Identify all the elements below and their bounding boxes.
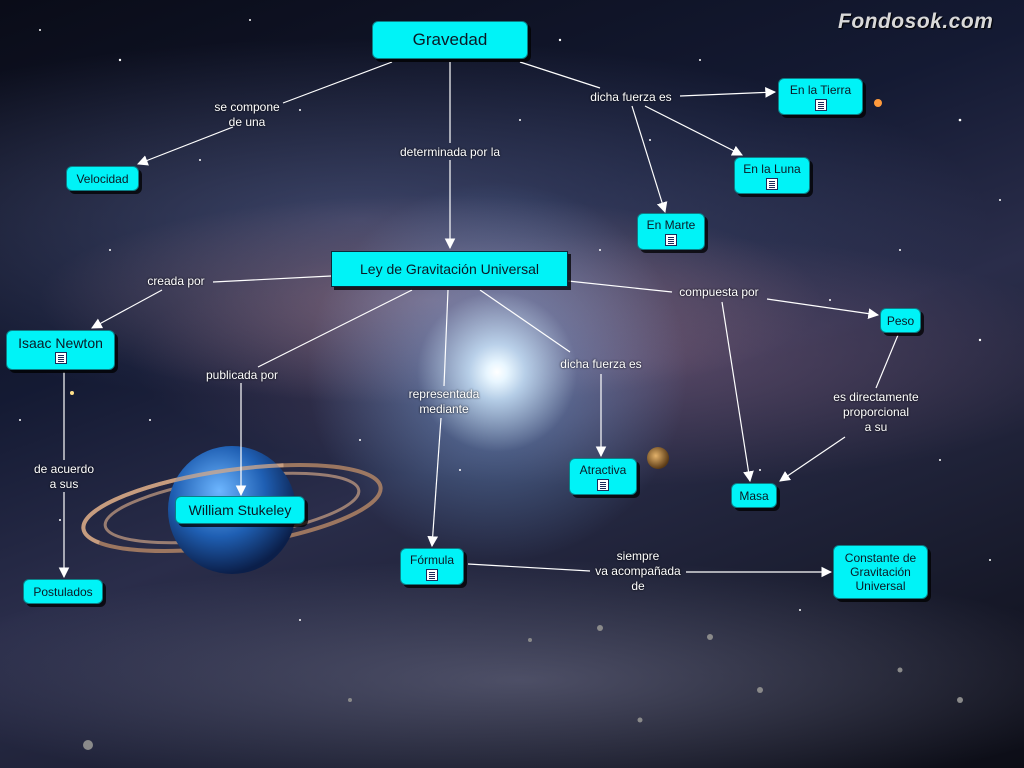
link-ley-publicada <box>257 289 413 368</box>
link-formula-siempre <box>467 563 591 572</box>
link-representada-formula <box>427 417 442 548</box>
link-label-dicha-fuerza-es-2: dicha fuerza es <box>560 357 642 371</box>
node-velocidad-label: Velocidad <box>76 171 129 186</box>
node-masa-label: Masa <box>739 488 769 503</box>
link-ley-creada <box>212 275 332 283</box>
node-isaac-newton-label: Isaac Newton <box>18 335 103 351</box>
asteroid-field <box>83 625 963 750</box>
node-en-la-tierra[interactable]: En la Tierra <box>778 78 863 115</box>
link-esdirectamente-masa <box>779 436 846 482</box>
node-peso[interactable]: Peso <box>880 308 921 333</box>
link-dichafuerza-luna <box>644 105 743 156</box>
link-label-determinada-por-la: determinada por la <box>399 145 501 159</box>
document-icon[interactable] <box>597 478 609 491</box>
link-creada-newton <box>91 289 163 329</box>
node-atractiva-label: Atractiva <box>579 462 627 477</box>
node-en-marte-label: En Marte <box>646 217 696 232</box>
star-field <box>19 19 1001 621</box>
link-label-creada-por: creada por <box>147 274 205 288</box>
link-label-representada-mediante: representada mediante <box>408 387 480 416</box>
node-en-la-tierra-label: En la Tierra <box>789 82 852 97</box>
node-formula-label: Fórmula <box>409 552 454 567</box>
link-gravedad-dichafuerza <box>519 61 601 89</box>
node-masa[interactable]: Masa <box>731 483 777 508</box>
node-en-marte[interactable]: En Marte <box>637 213 705 250</box>
document-icon[interactable] <box>814 98 827 111</box>
node-william-stukeley-label: William Stukeley <box>188 502 292 518</box>
document-icon[interactable] <box>54 352 67 364</box>
link-label-publicada-por: publicada por <box>205 368 279 382</box>
small-planet <box>647 447 669 469</box>
link-ley-representada <box>443 289 449 387</box>
link-gravedad-secompone <box>282 61 393 104</box>
link-label-es-directamente: es directamente proporcional a su <box>833 390 919 434</box>
node-velocidad[interactable]: Velocidad <box>66 166 139 191</box>
link-label-compuesta-por: compuesta por <box>679 285 759 299</box>
node-formula[interactable]: Fórmula <box>400 548 464 585</box>
link-peso-esdirectamente <box>875 334 899 389</box>
link-dichafuerza-marte <box>631 105 668 214</box>
watermark: Fondosok.com <box>838 10 994 33</box>
document-icon[interactable] <box>426 568 438 581</box>
link-compuesta-masa <box>721 301 754 483</box>
node-en-la-luna[interactable]: En la Luna <box>734 157 810 194</box>
link-compuesta-peso <box>766 298 880 319</box>
node-william-stukeley[interactable]: William Stukeley <box>175 496 305 524</box>
node-ley-de-gravitacion-universal[interactable]: Ley de Gravitación Universal <box>331 251 568 287</box>
node-en-la-luna-label: En la Luna <box>743 161 801 176</box>
node-isaac-newton[interactable]: Isaac Newton <box>6 330 115 370</box>
node-postulados-label: Postulados <box>33 584 93 599</box>
node-atractiva[interactable]: Atractiva <box>569 458 637 495</box>
link-ley-dichafuerza2 <box>479 289 571 353</box>
node-ley-label: Ley de Gravitación Universal <box>360 261 539 277</box>
document-icon[interactable] <box>766 177 778 190</box>
link-dichafuerza-tierra <box>679 87 777 98</box>
document-icon[interactable] <box>665 233 677 246</box>
node-peso-label: Peso <box>886 313 915 328</box>
link-label-de-acuerdo: de acuerdo a sus <box>33 462 95 491</box>
node-postulados[interactable]: Postulados <box>23 579 103 604</box>
node-gravedad-label: Gravedad <box>412 30 488 49</box>
link-label-siempre: siempre va acompañada de <box>595 549 681 593</box>
node-constante-de-gravitacion-universal[interactable]: Constante de Gravitación Universal <box>833 545 928 599</box>
link-secompone-velocidad <box>136 126 234 166</box>
node-gravedad[interactable]: Gravedad <box>372 21 528 59</box>
link-label-se-compone: se compone de una <box>214 100 280 129</box>
link-label-dicha-fuerza-es-1: dicha fuerza es <box>590 90 672 104</box>
node-constante-label: Constante de Gravitación Universal <box>844 551 917 593</box>
link-ley-compuesta <box>567 280 673 293</box>
